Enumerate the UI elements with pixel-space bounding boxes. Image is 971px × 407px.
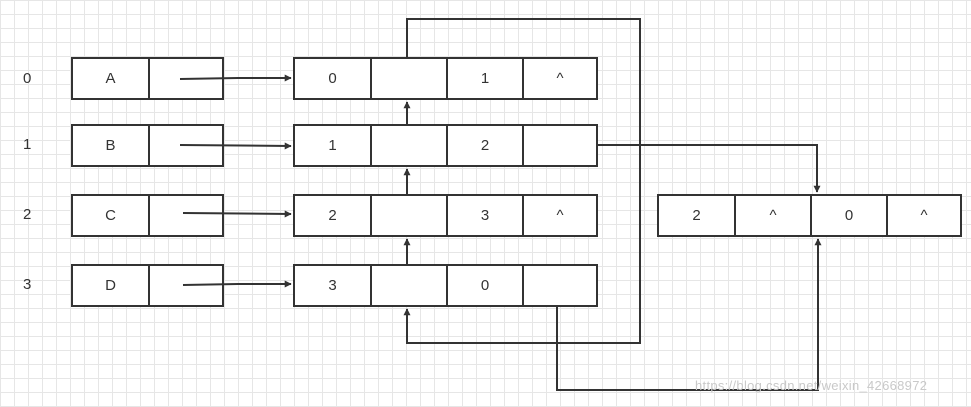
arc-cell xyxy=(370,126,446,165)
arc-cell: 3 xyxy=(328,277,337,294)
vertex-data-cell: A xyxy=(105,70,116,87)
vertex-link-cell xyxy=(148,126,222,165)
vertex-link-cell xyxy=(148,59,222,98)
vertex-index-0: 0 xyxy=(23,70,32,87)
arc-cell: 2 xyxy=(328,207,337,224)
vertex-data-cell: C xyxy=(105,207,116,224)
arc-node-2: 2 3 ^ xyxy=(293,194,598,237)
arc-cell xyxy=(522,266,596,305)
watermark: https://blog.csdn.net/weixin_42668972 xyxy=(695,378,928,393)
vertex-data-cell: D xyxy=(105,277,116,294)
arrow-vertex-2 xyxy=(182,210,292,218)
arrow-loop-0-to-3 xyxy=(403,18,641,344)
arrow-vertex-3 xyxy=(182,280,292,288)
vertex-link-cell xyxy=(148,196,222,235)
arrow-arc-3-to-extra xyxy=(556,238,822,391)
arc-cell: 1 xyxy=(446,59,522,98)
vertex-index-1: 1 xyxy=(23,136,32,153)
arc-cell xyxy=(370,59,446,98)
arc-node-1: 1 2 xyxy=(293,124,598,167)
arc-cell: ^ xyxy=(734,196,810,235)
arc-cell: ^ xyxy=(522,59,596,98)
arc-node-3: 3 0 xyxy=(293,264,598,307)
arrow-vertex-0 xyxy=(179,74,292,82)
arc-cell: ^ xyxy=(522,196,596,235)
arc-node-0: 0 1 ^ xyxy=(293,57,598,100)
arc-cell: ^ xyxy=(886,196,960,235)
vertex-link-cell xyxy=(148,266,222,305)
arc-cell: 2 xyxy=(446,126,522,165)
arc-cell: 0 xyxy=(328,70,337,87)
arrow-vertex-1 xyxy=(179,142,292,150)
vertex-index-3: 3 xyxy=(23,276,32,293)
arc-cell xyxy=(370,196,446,235)
vertex-index-2: 2 xyxy=(23,206,32,223)
arc-cell: 0 xyxy=(446,266,522,305)
arrow-arc-1-to-extra xyxy=(597,144,821,193)
vertex-node-2: C xyxy=(71,194,224,237)
arc-cell xyxy=(370,266,446,305)
arc-cell: 3 xyxy=(446,196,522,235)
arc-node-extra: 2 ^ 0 ^ xyxy=(657,194,962,237)
vertex-data-cell: B xyxy=(105,137,116,154)
arc-cell: 0 xyxy=(810,196,886,235)
arc-cell: 1 xyxy=(328,137,337,154)
arc-cell xyxy=(522,126,596,165)
arc-cell: 2 xyxy=(692,207,701,224)
